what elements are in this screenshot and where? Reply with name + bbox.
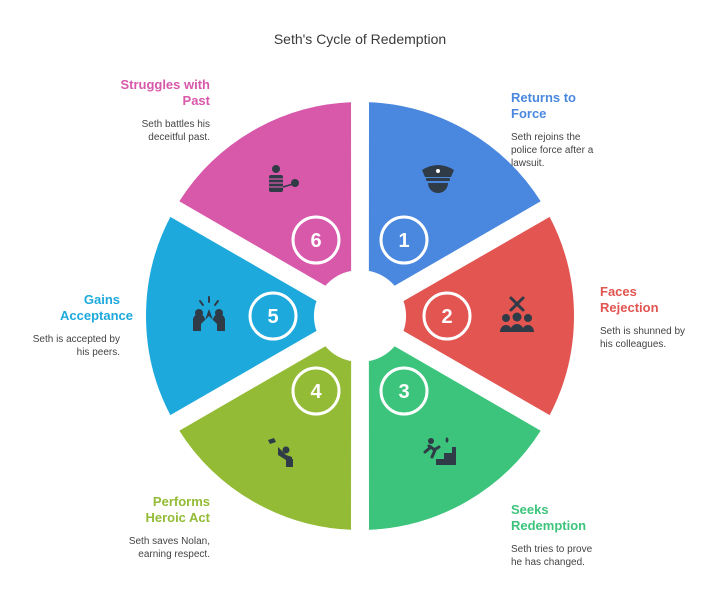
rescue-icon	[268, 438, 293, 467]
step-4-label: Performs Heroic Act Seth saves Nolan, ea…	[110, 494, 210, 561]
step-1-label: Returns to Force Seth rejoins the police…	[511, 90, 681, 170]
step-badge-3	[379, 366, 429, 416]
sector-2	[401, 214, 576, 418]
step-number-4: 4	[310, 381, 322, 403]
step-number-2: 2	[441, 306, 452, 328]
step-number-3: 3	[398, 381, 409, 403]
step-badge-4	[291, 366, 341, 416]
step-2-label: Faces Rejection Seth is shunned by his c…	[600, 284, 720, 351]
sector-5	[144, 214, 319, 418]
step-badge-2	[422, 291, 472, 341]
high-five-icon	[193, 296, 225, 331]
step-badge-1	[379, 215, 429, 265]
step-2-description: Seth is shunned by his colleagues.	[600, 326, 686, 350]
step-number-1: 1	[398, 230, 409, 252]
step-5-description: Seth is accepted by his peers.	[32, 334, 120, 358]
step-number-5: 5	[267, 306, 278, 328]
climbing-stairs-icon	[423, 437, 456, 465]
step-6-title: Struggles with Past	[120, 77, 210, 108]
step-3-description: Seth tries to prove he has changed.	[511, 544, 593, 568]
rejected-group-icon	[500, 296, 534, 332]
prisoner-icon	[269, 165, 299, 192]
step-3-label: Seeks Redemption Seth tries to prove he …	[511, 502, 681, 569]
step-2-title: Faces Rejection	[600, 284, 659, 315]
step-3-title: Seeks Redemption	[511, 502, 587, 533]
step-4-description: Seth saves Nolan, earning respect.	[128, 536, 210, 560]
step-5-label: Gains Acceptance Seth is accepted by his…	[20, 292, 133, 359]
step-6-description: Seth battles his deceitful past.	[141, 119, 210, 143]
step-number-6: 6	[310, 230, 321, 252]
step-badge-6	[291, 215, 341, 265]
diagram-title: Seth's Cycle of Redemption	[273, 31, 447, 47]
step-1-title: Returns to Force	[511, 90, 576, 121]
step-badge-5	[248, 291, 298, 341]
police-officer-icon	[422, 165, 454, 193]
step-1-description: Seth rejoins the police force after a la…	[511, 132, 594, 169]
step-6-label: Struggles with Past Seth battles his dec…	[100, 77, 210, 144]
step-5-title: Gains Acceptance	[60, 292, 133, 323]
step-4-title: Performs Heroic Act	[145, 494, 210, 525]
